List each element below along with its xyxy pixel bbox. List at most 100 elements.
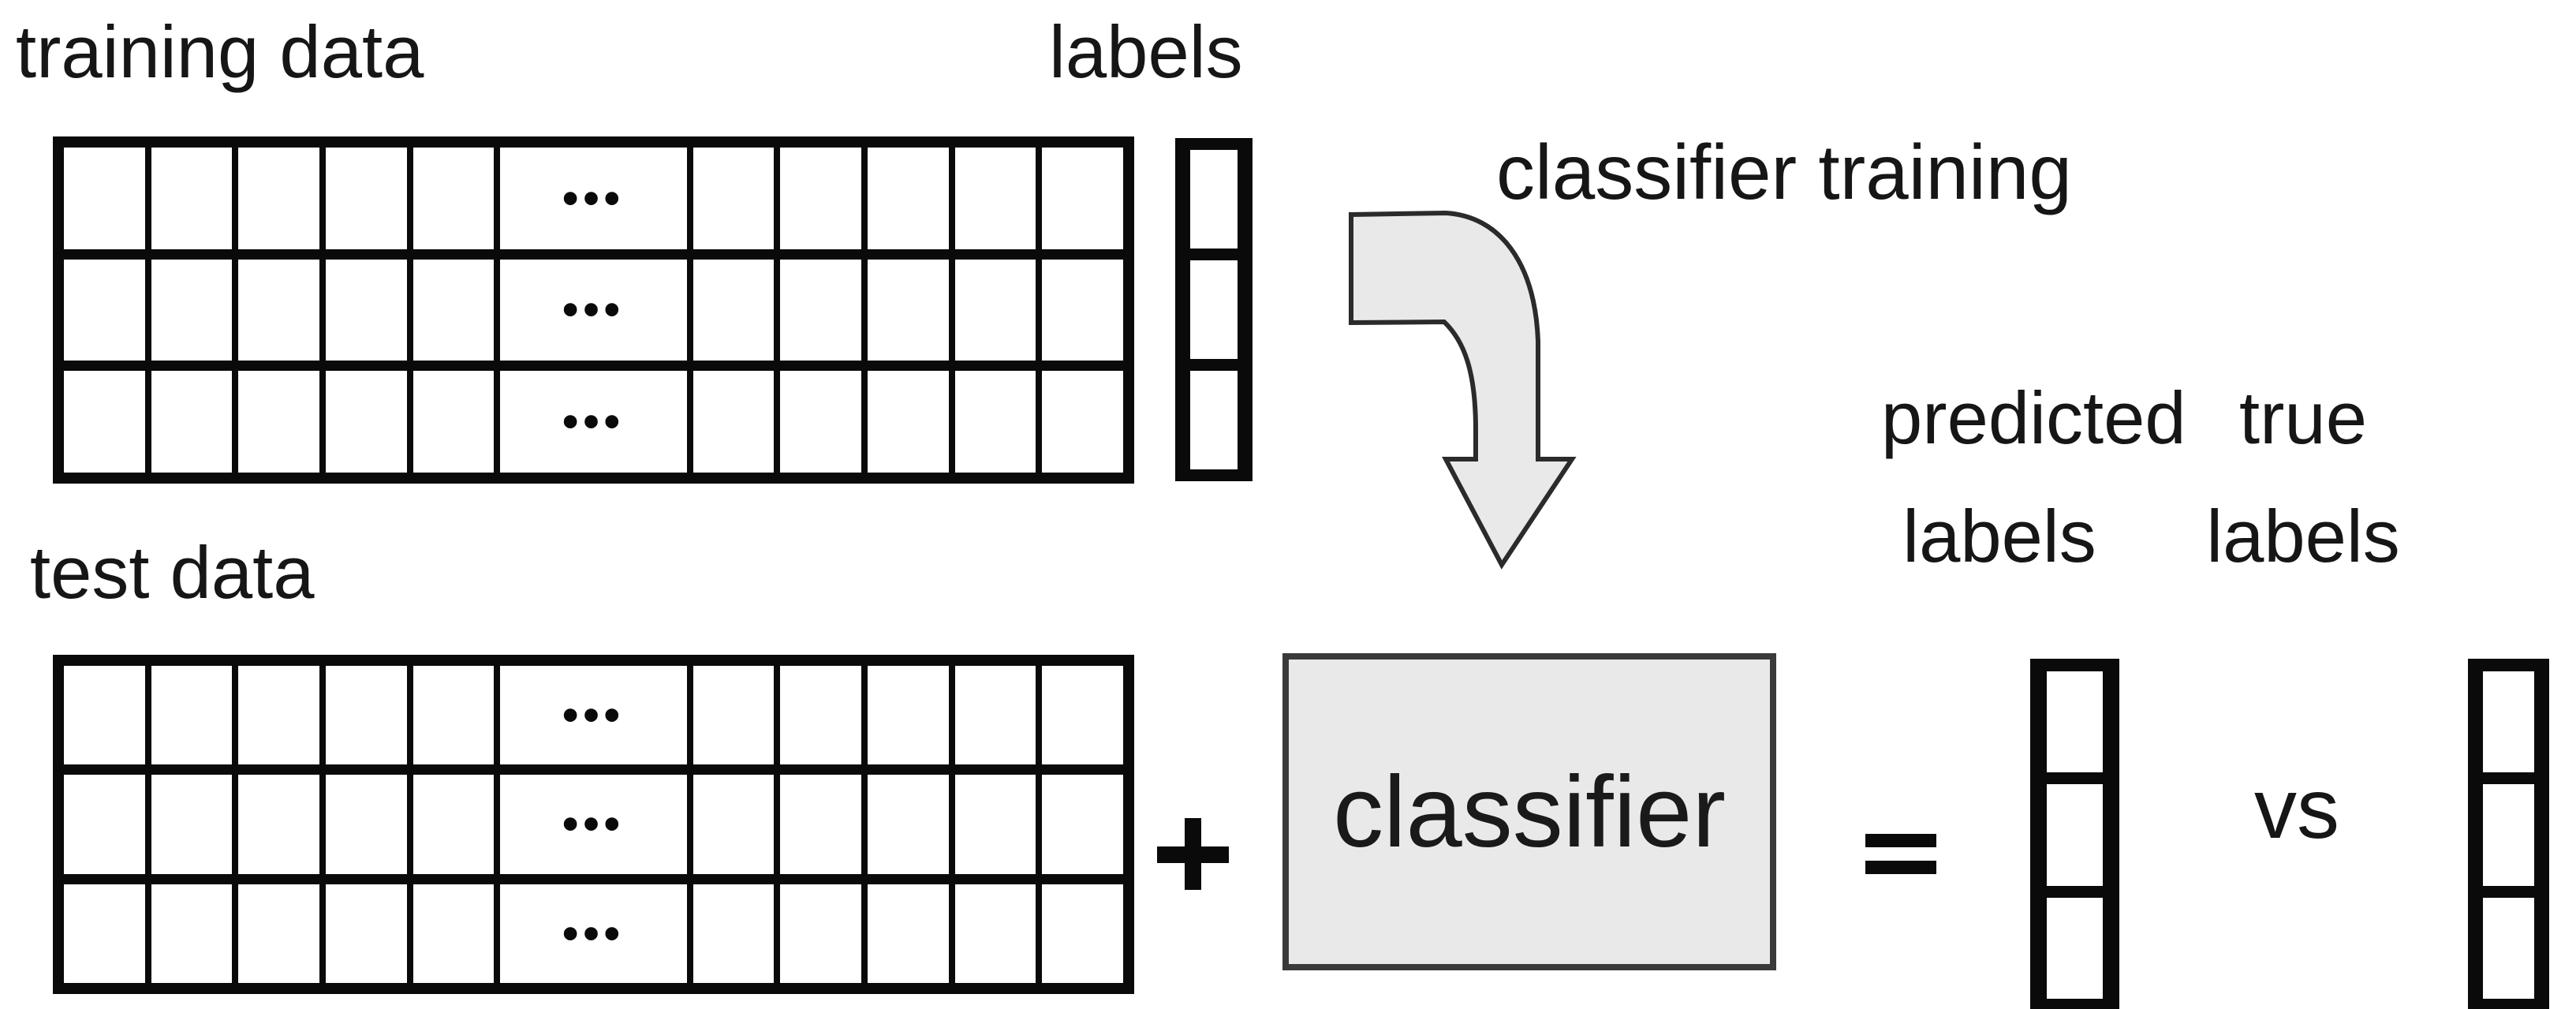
ellipsis-dots: •••	[500, 148, 687, 249]
matrix-cell	[1042, 884, 1123, 983]
classifier-box-label: classifier	[1333, 755, 1726, 869]
matrix-cell	[867, 775, 949, 874]
matrix-cell	[1042, 666, 1123, 765]
matrix-cell	[151, 148, 233, 249]
ellipsis-dots: •••	[500, 259, 687, 361]
plus-sign	[1157, 818, 1229, 890]
training-arrow	[1341, 197, 1585, 576]
labels-title: labels	[1049, 10, 1243, 93]
matrix-cell	[238, 666, 320, 765]
vector-cell	[2047, 784, 2103, 886]
matrix-cell	[64, 371, 145, 473]
matrix-cell	[1042, 259, 1123, 361]
matrix-cell	[238, 148, 320, 249]
matrix-cell	[326, 148, 407, 249]
matrix-cell	[693, 884, 775, 983]
training-data-title: training data	[16, 10, 424, 93]
ellipsis-dots: •••	[500, 884, 687, 983]
matrix-cell	[780, 884, 861, 983]
matrix-cell	[413, 371, 495, 473]
vs-label: vs	[2254, 760, 2339, 856]
matrix-cell	[413, 884, 495, 983]
matrix-cell	[326, 259, 407, 361]
matrix-cell	[867, 259, 949, 361]
matrix-cell	[780, 371, 861, 473]
matrix-cell	[238, 259, 320, 361]
matrix-cell	[238, 371, 320, 473]
matrix-cell	[238, 884, 320, 983]
vector-cell	[2047, 897, 2103, 999]
matrix-cell	[413, 148, 495, 249]
matrix-cell	[151, 666, 233, 765]
matrix-cell	[1042, 775, 1123, 874]
classifier-box: classifier	[1282, 653, 1776, 970]
true-labels-line2: labels	[2206, 495, 2400, 577]
vector-cell	[2483, 671, 2534, 773]
matrix-cell	[780, 775, 861, 874]
ellipsis-dots: •••	[500, 775, 687, 874]
matrix-cell	[867, 371, 949, 473]
vector-cell	[1190, 260, 1238, 359]
matrix-cell	[413, 666, 495, 765]
vector-cell	[2483, 784, 2534, 886]
vector-cell	[2047, 671, 2103, 773]
predicted-labels-title: predicted labels	[1881, 359, 2186, 596]
matrix-cell	[954, 775, 1036, 874]
matrix-cell	[326, 775, 407, 874]
matrix-cell	[693, 148, 775, 249]
matrix-cell	[780, 666, 861, 765]
matrix-cell	[780, 259, 861, 361]
matrix-cell	[238, 775, 320, 874]
predicted-labels-line2: labels	[1902, 495, 2096, 577]
matrix-cell	[151, 775, 233, 874]
matrix-cell	[1042, 148, 1123, 249]
matrix-cell	[1042, 371, 1123, 473]
matrix-cell	[64, 666, 145, 765]
training-data-matrix: •••••••••	[53, 136, 1134, 484]
ellipsis-dots: •••	[500, 371, 687, 473]
matrix-cell	[867, 666, 949, 765]
plus-vertical-bar	[1185, 818, 1201, 890]
matrix-cell	[867, 148, 949, 249]
matrix-cell	[64, 884, 145, 983]
classifier-training-caption: classifier training	[1496, 129, 2072, 215]
matrix-cell	[413, 775, 495, 874]
matrix-cell	[64, 259, 145, 361]
predicted-labels-vector	[2030, 659, 2119, 1009]
matrix-cell	[693, 775, 775, 874]
true-labels-line1: true	[2239, 376, 2367, 459]
equals-sign	[1865, 834, 1936, 874]
matrix-cell	[954, 259, 1036, 361]
matrix-cell	[954, 666, 1036, 765]
matrix-cell	[151, 371, 233, 473]
vector-cell	[2483, 897, 2534, 999]
matrix-cell	[413, 259, 495, 361]
equals-bottom-bar	[1865, 861, 1936, 874]
matrix-cell	[693, 666, 775, 765]
matrix-cell	[326, 884, 407, 983]
matrix-cell	[64, 148, 145, 249]
ellipsis-dots: •••	[500, 666, 687, 765]
matrix-cell	[151, 884, 233, 983]
predicted-labels-line1: predicted	[1881, 376, 2186, 459]
matrix-cell	[326, 666, 407, 765]
matrix-cell	[780, 148, 861, 249]
matrix-cell	[954, 884, 1036, 983]
curved-down-arrow-icon	[1349, 210, 1577, 570]
matrix-cell	[954, 148, 1036, 249]
matrix-cell	[64, 775, 145, 874]
matrix-cell	[954, 371, 1036, 473]
equals-top-bar	[1865, 834, 1936, 847]
true-labels-title: true labels	[2185, 359, 2421, 596]
matrix-cell	[693, 259, 775, 361]
matrix-cell	[867, 884, 949, 983]
matrix-cell	[326, 371, 407, 473]
training-labels-vector	[1175, 138, 1253, 481]
matrix-cell	[693, 371, 775, 473]
test-data-matrix: ••• ••• •••	[53, 655, 1134, 994]
matrix-cell	[151, 259, 233, 361]
vector-cell	[1190, 371, 1238, 469]
test-data-title: test data	[30, 531, 315, 614]
vector-cell	[1190, 150, 1238, 249]
